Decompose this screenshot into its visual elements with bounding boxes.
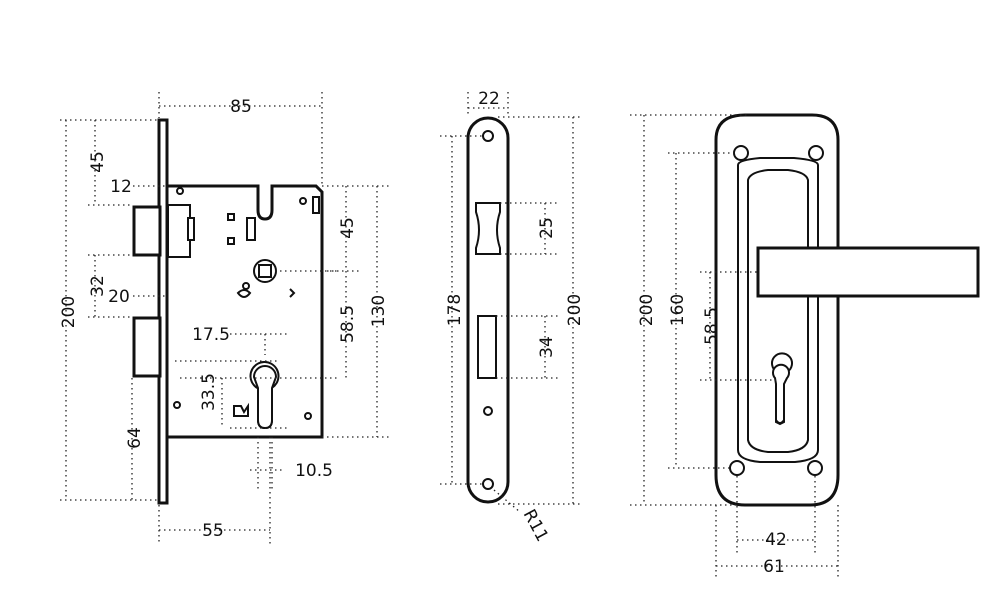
dim-label-34: 34: [537, 336, 557, 358]
case-pin: [227, 237, 235, 245]
strike-plate-view: [466, 116, 510, 504]
dim-label-200-plate: 200: [565, 294, 585, 326]
dimension-labels: 85 45 12 32 20 200 64 17.5 33.5 10.5 55 …: [59, 89, 787, 577]
strike-screw-hole: [483, 406, 493, 416]
handle-dimensions: [630, 114, 839, 580]
dim-label-58-5-handle: 58.5: [702, 307, 722, 345]
case-slot: [246, 217, 256, 241]
dim-label-200-left: 200: [59, 296, 79, 328]
dim-label-160: 160: [668, 294, 688, 326]
dim-label-45-right: 45: [338, 217, 358, 239]
case-pin: [227, 213, 235, 221]
dim-label-25: 25: [537, 217, 557, 239]
case-pin: [242, 282, 250, 290]
dim-label-55: 55: [202, 521, 224, 541]
latch-bolt: [132, 205, 162, 257]
case-slot: [312, 196, 320, 214]
dim-label-45-top: 45: [88, 151, 108, 173]
strike-screw-hole: [482, 130, 494, 142]
screw-hole: [176, 187, 184, 195]
dim-label-130: 130: [369, 295, 389, 327]
lock-case: [165, 184, 324, 439]
dim-label-42: 42: [765, 530, 787, 550]
dim-label-85: 85: [230, 97, 252, 117]
dim-label-32: 32: [88, 275, 108, 297]
dim-label-33-5: 33.5: [199, 373, 219, 411]
screw-hole: [299, 197, 307, 205]
dim-label-22: 22: [478, 89, 500, 109]
lock-body-dimensions: [60, 92, 392, 545]
handle-lever: [756, 246, 980, 298]
dim-label-61: 61: [763, 557, 785, 577]
screw-hole: [304, 412, 312, 420]
handle-view: [714, 113, 980, 507]
strike-plate: [466, 116, 510, 504]
handle-screw-hole: [807, 460, 823, 476]
handle-screw-hole: [733, 145, 749, 161]
handle-screw-hole: [729, 460, 745, 476]
handle-backplate-inner-border: [737, 157, 819, 463]
latch-spring: [187, 217, 195, 241]
dim-label-200-handle: 200: [637, 294, 657, 326]
case-hook: [289, 288, 296, 298]
cylinder-profile: [252, 365, 278, 430]
screw-hole: [173, 401, 181, 409]
spindle-square: [258, 264, 272, 278]
latch-mechanism: [167, 204, 191, 258]
handle-screw-hole: [808, 145, 824, 161]
case-lever: [236, 289, 252, 298]
dim-label-20: 20: [108, 287, 130, 307]
lock-body-view: [132, 118, 324, 505]
handle-backplate: [714, 113, 840, 507]
case-latch-piece: [233, 402, 249, 417]
dim-label-12: 12: [110, 177, 132, 197]
dead-bolt: [132, 316, 162, 378]
handle-keyhole-profile: [772, 363, 790, 424]
dim-label-178: 178: [445, 294, 465, 326]
strike-latch-opening: [475, 202, 501, 255]
strike-plate-dimensions: [440, 92, 580, 513]
strike-bolt-opening: [477, 315, 497, 379]
dim-label-17-5: 17.5: [192, 325, 230, 345]
dim-label-10-5: 10.5: [295, 461, 333, 481]
dim-label-64: 64: [125, 427, 145, 449]
dim-label-58-5-case: 58.5: [338, 305, 358, 343]
dim-label-r11: R11: [519, 506, 552, 545]
strike-screw-hole: [482, 478, 494, 490]
handle-backplate-inset: [747, 169, 809, 453]
